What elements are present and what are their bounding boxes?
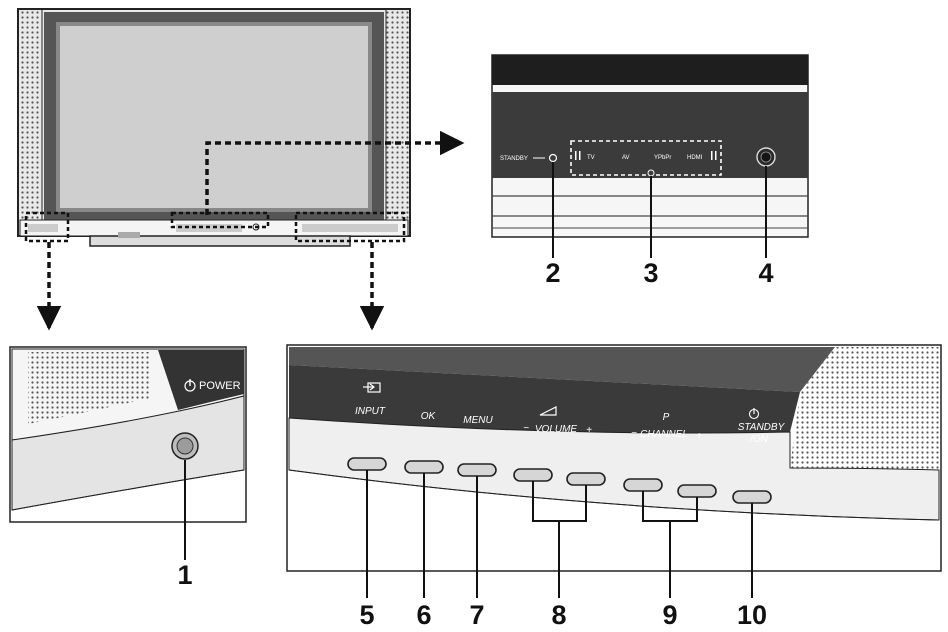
callout-1: 1 [177,560,192,590]
tv-front-view [17,8,411,247]
av-indicator-label: AV [622,155,630,161]
power-icon [184,379,196,392]
button-closeup-screen-edge [289,347,835,392]
callout-2: 2 [545,258,560,288]
callout-3: 3 [643,258,658,288]
standby-indicator-label: STANDBY [500,156,528,162]
indicator-panel-top-band [492,55,808,85]
callout-arrows [36,130,465,331]
standby-label-line1: STANDBY [738,422,786,433]
power-label-panel [158,350,244,410]
power-button[interactable] [171,432,199,460]
button-label-panel [289,365,800,434]
input-icon [363,382,381,393]
button-strip-closeup: INPUT OK MENU − VOLUME + P − CHANNEL + S… [286,344,942,630]
menu-button[interactable] [457,463,497,477]
indicator-panel-closeup: STANDBY TV AV YPbPr HDMI 2 3 4 [491,54,809,288]
hdmi-indicator-label: HDMI [687,155,703,161]
standby-label-line2: /ON [749,434,769,445]
channel-up-button[interactable] [677,484,717,498]
callout-4: 4 [758,258,773,288]
volume-label: VOLUME [535,424,578,435]
channel-minus-label: − [631,428,637,439]
ok-label: OK [421,411,437,422]
callout-7: 7 [469,600,484,630]
volume-up-button[interactable] [566,472,606,486]
button-closeup-speaker [790,347,939,470]
power-label: POWER [199,380,241,392]
arrow-to-indicator-panel [205,130,465,215]
channel-label: CHANNEL [640,429,688,440]
input-button[interactable] [347,457,387,471]
volume-minus-label: − [523,423,529,434]
power-area-small [28,224,58,232]
standby-on-button[interactable] [732,490,772,504]
power-closeup-speaker [28,352,150,424]
standby-icon [748,408,760,420]
volume-plus-label: + [586,425,592,436]
volume-icon [539,406,557,416]
menu-label: MENU [463,415,493,426]
callout-8: 8 [551,600,566,630]
left-speaker [17,8,43,237]
tv-stand-neck [118,232,140,238]
highlight-power-area [24,211,70,243]
standby-led [548,153,558,163]
input-label: INPUT [355,406,386,417]
channel-p-label: P [663,412,670,423]
ypbpr-indicator-label: YPbPr [654,155,671,161]
screen [56,22,372,212]
callout-5: 5 [359,600,374,630]
indicator-panel-face [492,92,808,178]
channel-plus-label: + [696,431,702,442]
right-speaker [385,8,411,237]
power-button-closeup: POWER 1 [9,346,247,590]
button-area-small [302,224,398,232]
ok-button[interactable] [404,460,444,474]
highlight-button-area [294,211,406,243]
callout-6: 6 [416,600,431,630]
callout-10: 10 [737,600,767,630]
channel-down-button[interactable] [623,478,663,492]
input-indicator-group [570,140,722,176]
highlight-indicator-area [170,211,270,229]
callout-9: 9 [662,600,677,630]
tv-indicator-label: TV [587,155,595,161]
volume-down-button[interactable] [513,468,553,482]
